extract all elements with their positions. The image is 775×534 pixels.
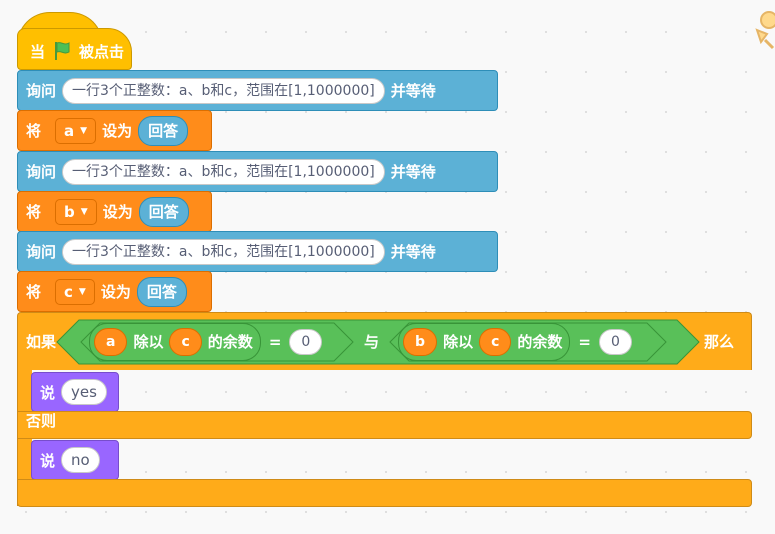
variable-reporter-a[interactable]: a <box>94 327 128 356</box>
to-label: 设为 <box>102 122 133 140</box>
sprite-icon <box>755 11 775 50</box>
to-label: 设为 <box>100 283 131 301</box>
set-variable-block-b[interactable]: 将 b ▼ 设为 回答 <box>17 191 212 232</box>
equals-operator-right[interactable]: b 除以 c 的余数 = 0 <box>389 322 667 362</box>
variable-reporter-c[interactable]: c <box>169 327 202 356</box>
say-block-no[interactable]: 说 no <box>31 440 119 480</box>
when-flag-clicked-block[interactable]: 当 被点击 <box>17 28 132 70</box>
set-variable-block-c[interactable]: 将 c ▼ 设为 回答 <box>17 271 212 312</box>
and-wait-label: 并等待 <box>390 82 436 100</box>
to-label: 设为 <box>102 203 133 221</box>
ask-label: 询问 <box>26 163 57 181</box>
mod-label: 除以 <box>443 333 474 351</box>
variable-name: b <box>64 202 75 221</box>
equals-sign: = <box>268 332 282 351</box>
mod-operator[interactable]: b 除以 c 的余数 <box>398 322 571 361</box>
and-label: 与 <box>364 333 380 351</box>
hat-label-when: 当 <box>30 42 46 61</box>
ask-and-wait-block-3[interactable]: 询问 一行3个正整数：a、b和c，范围在[1,1000000] 并等待 <box>17 231 498 272</box>
mod-operator[interactable]: a 除以 c 的余数 <box>89 322 261 361</box>
ask-label: 询问 <box>26 82 57 100</box>
if-else-bottom-bar <box>17 479 752 507</box>
ask-and-wait-block-2[interactable]: 询问 一行3个正整数：a、b和c，范围在[1,1000000] 并等待 <box>17 151 498 192</box>
answer-reporter[interactable]: 回答 <box>136 276 187 307</box>
mod-label: 除以 <box>133 333 164 351</box>
ask-and-wait-block-1[interactable]: 询问 一行3个正整数：a、b和c，范围在[1,1000000] 并等待 <box>17 70 498 111</box>
answer-reporter[interactable]: 回答 <box>138 115 189 146</box>
variable-reporter-b[interactable]: b <box>403 327 438 356</box>
compare-value-input[interactable]: 0 <box>598 328 632 355</box>
question-input[interactable]: 一行3个正整数：a、b和c，范围在[1,1000000] <box>62 238 385 265</box>
answer-reporter[interactable]: 回答 <box>138 196 189 227</box>
variable-name: a <box>64 121 75 140</box>
equals-sign: = <box>578 332 591 351</box>
compare-value-input[interactable]: 0 <box>289 328 323 355</box>
set-label: 将 <box>26 283 42 301</box>
set-variable-block-a[interactable]: 将 a ▼ 设为 回答 <box>17 110 212 151</box>
variable-reporter-c[interactable]: c <box>479 327 512 356</box>
if-label: 如果 <box>26 333 57 351</box>
variable-dropdown[interactable]: a ▼ <box>55 117 97 144</box>
dropdown-arrow-icon: ▼ <box>80 125 88 136</box>
set-label: 将 <box>26 203 42 221</box>
message-input[interactable]: yes <box>61 379 107 405</box>
hat-label-clicked: 被点击 <box>79 42 125 61</box>
then-label: 那么 <box>704 333 735 351</box>
and-operator[interactable]: a 除以 c 的余数 = 0 与 b 除以 <box>56 319 700 365</box>
and-wait-label: 并等待 <box>390 163 436 181</box>
else-label: 否则 <box>26 411 57 430</box>
and-wait-label: 并等待 <box>390 243 436 261</box>
variable-dropdown[interactable]: c ▼ <box>55 278 95 305</box>
if-else-block[interactable]: 如果 a 除以 c 的余数 = 0 <box>17 312 752 370</box>
dropdown-arrow-icon: ▼ <box>78 286 86 297</box>
variable-dropdown[interactable]: b ▼ <box>55 198 97 225</box>
question-input[interactable]: 一行3个正整数：a、b和c，范围在[1,1000000] <box>62 158 385 185</box>
message-input[interactable]: no <box>61 447 100 473</box>
remainder-label: 的余数 <box>517 333 563 351</box>
equals-operator-left[interactable]: a 除以 c 的余数 = 0 <box>80 322 354 362</box>
green-flag-icon <box>55 42 70 60</box>
set-label: 将 <box>26 122 42 140</box>
ask-label: 询问 <box>26 243 57 261</box>
question-input[interactable]: 一行3个正整数：a、b和c，范围在[1,1000000] <box>62 77 385 104</box>
dropdown-arrow-icon: ▼ <box>80 206 88 217</box>
say-block-yes[interactable]: 说 yes <box>31 372 119 412</box>
variable-name: c <box>64 282 73 301</box>
else-bar: 否则 <box>17 411 752 439</box>
say-label: 说 <box>40 383 56 402</box>
remainder-label: 的余数 <box>207 333 253 351</box>
say-label: 说 <box>40 451 56 470</box>
